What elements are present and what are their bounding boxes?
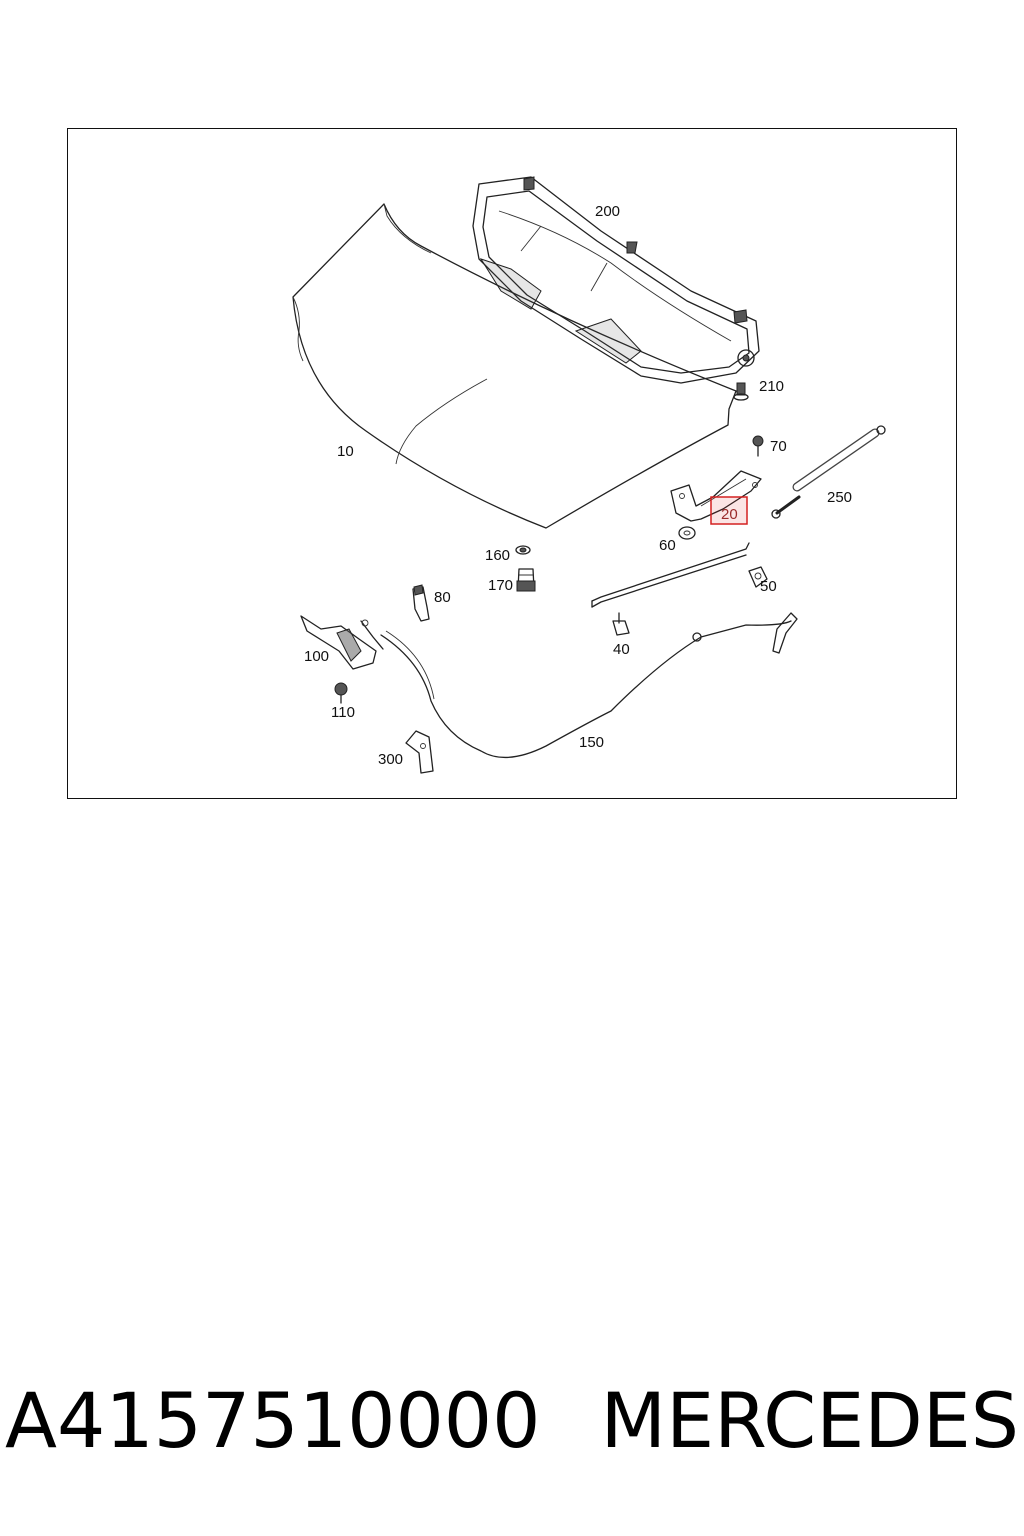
callout-250: 250	[827, 489, 852, 506]
callout-100: 100	[304, 648, 329, 665]
callout-150: 150	[579, 734, 604, 751]
clip-210-part	[733, 382, 749, 401]
clip-40-part	[612, 612, 630, 636]
callout-110: 110	[331, 704, 355, 721]
part-caption: A4157510000 MERCEDES	[0, 1370, 1024, 1470]
callout-200: 200	[595, 203, 620, 220]
release-cable-150-part	[380, 612, 798, 759]
hinge-20-part	[670, 470, 762, 522]
callout-40: 40	[613, 641, 630, 658]
callout-70: 70	[770, 438, 787, 455]
gas-strut-250-part	[771, 425, 886, 519]
bolt-110-part	[334, 682, 348, 704]
parts-diagram-frame: 10 20 40 50 60 70 80 100 110 150 160 170…	[67, 128, 957, 799]
callout-210: 210	[759, 378, 784, 395]
hood-lock-100-part	[300, 615, 384, 670]
callout-160: 160	[485, 547, 510, 564]
prop-rod-part	[591, 542, 750, 608]
clip-50-part	[748, 566, 768, 588]
parts-diagram: 10 20 40 50 60 70 80 100 110 150 160 170…	[292, 176, 886, 774]
callout-20-highlight-box	[710, 496, 748, 525]
nut-60-part	[678, 526, 696, 540]
callout-170: 170	[488, 577, 513, 594]
callout-50: 50	[760, 578, 777, 595]
bolt-70-part	[752, 435, 764, 457]
bump-stop-80-part	[412, 584, 430, 622]
callout-80: 80	[434, 589, 451, 606]
hood-inner-panel-part	[472, 176, 760, 384]
part-number: A4157510000	[4, 1375, 541, 1465]
hood-part	[292, 203, 737, 529]
buffer-170-part	[516, 568, 536, 592]
bracket-300-part	[405, 730, 434, 774]
callout-20: 20	[721, 506, 738, 523]
brand-name: MERCEDES	[600, 1375, 1019, 1465]
callout-60: 60	[659, 537, 676, 554]
callout-300: 300	[378, 751, 403, 768]
buffer-160-part	[515, 545, 531, 555]
callout-10: 10	[337, 443, 354, 460]
